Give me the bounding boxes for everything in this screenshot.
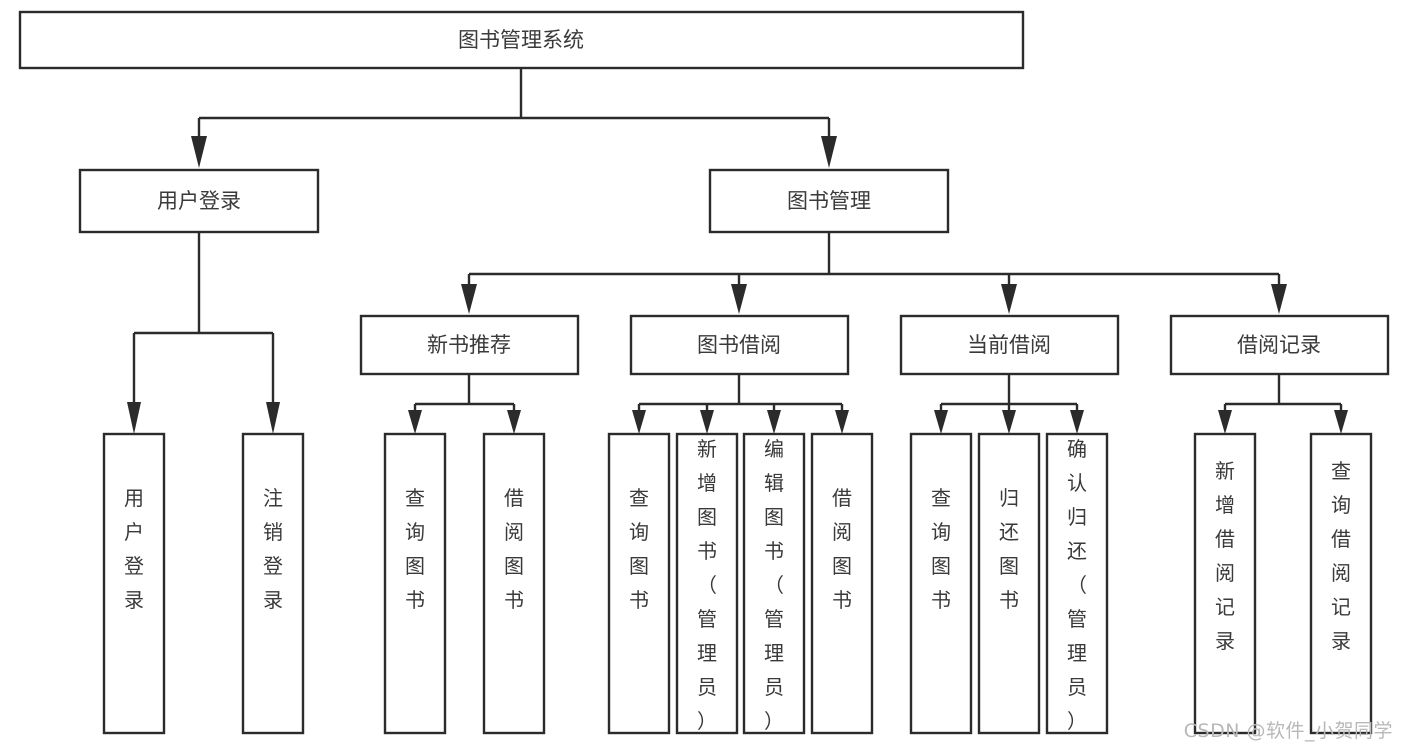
- leaf-query-book-recommend-box[interactable]: [383, 432, 447, 735]
- arrow-to-user-login: [191, 136, 207, 168]
- leaf-add-book-box[interactable]: [675, 432, 739, 735]
- leaf-add-borrow-record-box[interactable]: [1193, 432, 1257, 735]
- leaf-add-book[interactable]: 新增图书（管理员）: [675, 432, 739, 735]
- leaf-confirm-return[interactable]: 确认归还（管理员）: [1045, 432, 1109, 735]
- leaf-query-borrow-record-label: 查询借阅记录: [1331, 459, 1351, 653]
- node-user-login-label: 用户登录: [157, 189, 241, 213]
- leaf-query-book-current[interactable]: 查询图书: [909, 432, 973, 735]
- arrow-leaf-query-book-1: [408, 410, 422, 434]
- arrow-to-borrow: [731, 284, 747, 314]
- leaf-user-login-label: 用户登录: [124, 486, 144, 612]
- leaf-confirm-return-label: 确认归还（管理员）: [1067, 437, 1087, 733]
- arrow-leaf-add-book: [700, 410, 714, 434]
- node-current-borrow[interactable]: 当前借阅: [899, 314, 1120, 376]
- arrow-leaf-logout: [266, 402, 280, 434]
- arrow-leaf-borrow-book-1: [507, 410, 521, 434]
- leaf-return-book[interactable]: 归还图书: [977, 432, 1041, 735]
- node-borrow-record-label: 借阅记录: [1237, 333, 1321, 357]
- arrow-leaf-add-record: [1218, 410, 1232, 434]
- leaf-borrow-book-recommend-label: 借阅图书: [504, 486, 524, 612]
- connectors-borrow-to-leaves: [632, 374, 849, 434]
- leaf-borrow-book-borrow-box[interactable]: [810, 432, 874, 735]
- leaf-edit-book-label: 编辑图书（管理员）: [764, 437, 784, 733]
- leaf-borrow-book-recommend[interactable]: 借阅图书: [482, 432, 546, 735]
- arrow-to-book-manage: [821, 136, 837, 168]
- leaf-logout-box[interactable]: [241, 432, 305, 735]
- arrow-to-record: [1271, 284, 1287, 314]
- node-book-manage-box[interactable]: [708, 168, 950, 234]
- arrow-leaf-return-book: [1002, 410, 1016, 434]
- node-book-manage-label: 图书管理: [787, 189, 871, 213]
- node-user-login-box[interactable]: [78, 168, 320, 234]
- arrow-leaf-query-book-3: [934, 410, 948, 434]
- node-root-system[interactable]: 图书管理系统: [18, 10, 1025, 70]
- leaf-edit-book[interactable]: 编辑图书（管理员）: [742, 432, 806, 735]
- connectors-current-to-leaves: [934, 374, 1084, 434]
- node-root-label: 图书管理系统: [458, 28, 584, 52]
- node-root-box[interactable]: [18, 10, 1025, 70]
- leaf-query-book-current-label: 查询图书: [931, 486, 951, 612]
- leaf-user-login[interactable]: 用户登录: [102, 432, 166, 735]
- node-book-manage[interactable]: 图书管理: [708, 168, 950, 234]
- leaf-query-book-recommend-label: 查询图书: [405, 486, 425, 612]
- leaf-borrow-book-borrow[interactable]: 借阅图书: [810, 432, 874, 735]
- arrow-leaf-confirm-return: [1070, 410, 1084, 434]
- leaf-user-login-box[interactable]: [102, 432, 166, 735]
- arrow-leaf-user-login: [127, 402, 141, 434]
- node-user-login[interactable]: 用户登录: [78, 168, 320, 234]
- arrow-to-current: [1001, 284, 1017, 314]
- connectors-root-to-level2: [191, 68, 837, 168]
- connectors-user-login-to-leaves: [127, 232, 280, 434]
- leaf-return-book-box[interactable]: [977, 432, 1041, 735]
- leaf-confirm-return-box[interactable]: [1045, 432, 1109, 735]
- leaf-query-book-borrow-label: 查询图书: [629, 486, 649, 612]
- leaf-query-borrow-record[interactable]: 查询借阅记录: [1309, 432, 1373, 735]
- node-new-book-recommend-label: 新书推荐: [427, 333, 511, 357]
- leaf-logout-label: 注销登录: [263, 486, 283, 612]
- arrow-leaf-query-record: [1334, 410, 1348, 434]
- leaf-borrow-book-borrow-label: 借阅图书: [832, 486, 852, 612]
- leaf-query-book-borrow-box[interactable]: [607, 432, 671, 735]
- leaf-borrow-book-recommend-box[interactable]: [482, 432, 546, 735]
- node-current-borrow-box[interactable]: [899, 314, 1120, 376]
- node-borrow-record-box[interactable]: [1169, 314, 1390, 376]
- leaf-query-book-borrow[interactable]: 查询图书: [607, 432, 671, 735]
- leaf-add-borrow-record[interactable]: 新增借阅记录: [1193, 432, 1257, 735]
- leaf-query-book-current-box[interactable]: [909, 432, 973, 735]
- leaf-return-book-label: 归还图书: [999, 486, 1019, 612]
- leaf-query-book-recommend[interactable]: 查询图书: [383, 432, 447, 735]
- leaf-add-book-label: 新增图书（管理员）: [697, 437, 717, 733]
- node-new-book-recommend[interactable]: 新书推荐: [359, 314, 580, 376]
- node-new-book-recommend-box[interactable]: [359, 314, 580, 376]
- arrow-leaf-borrow-book-2: [835, 410, 849, 434]
- connectors-book-manage-to-level3: [461, 232, 1287, 314]
- connectors-record-to-leaves: [1218, 374, 1348, 434]
- node-current-borrow-label: 当前借阅: [967, 333, 1051, 357]
- node-book-borrow-box[interactable]: [629, 314, 850, 376]
- arrow-to-new-book: [461, 284, 477, 314]
- leaf-logout[interactable]: 注销登录: [241, 432, 305, 735]
- arrow-leaf-edit-book: [767, 410, 781, 434]
- leaf-edit-book-box[interactable]: [742, 432, 806, 735]
- node-book-borrow[interactable]: 图书借阅: [629, 314, 850, 376]
- leaf-query-borrow-record-box[interactable]: [1309, 432, 1373, 735]
- arrow-leaf-query-book-2: [632, 410, 646, 434]
- leaf-add-borrow-record-label: 新增借阅记录: [1215, 459, 1235, 653]
- node-book-borrow-label: 图书借阅: [697, 333, 781, 357]
- node-borrow-record[interactable]: 借阅记录: [1169, 314, 1390, 376]
- connectors-new-book-to-leaves: [408, 374, 521, 434]
